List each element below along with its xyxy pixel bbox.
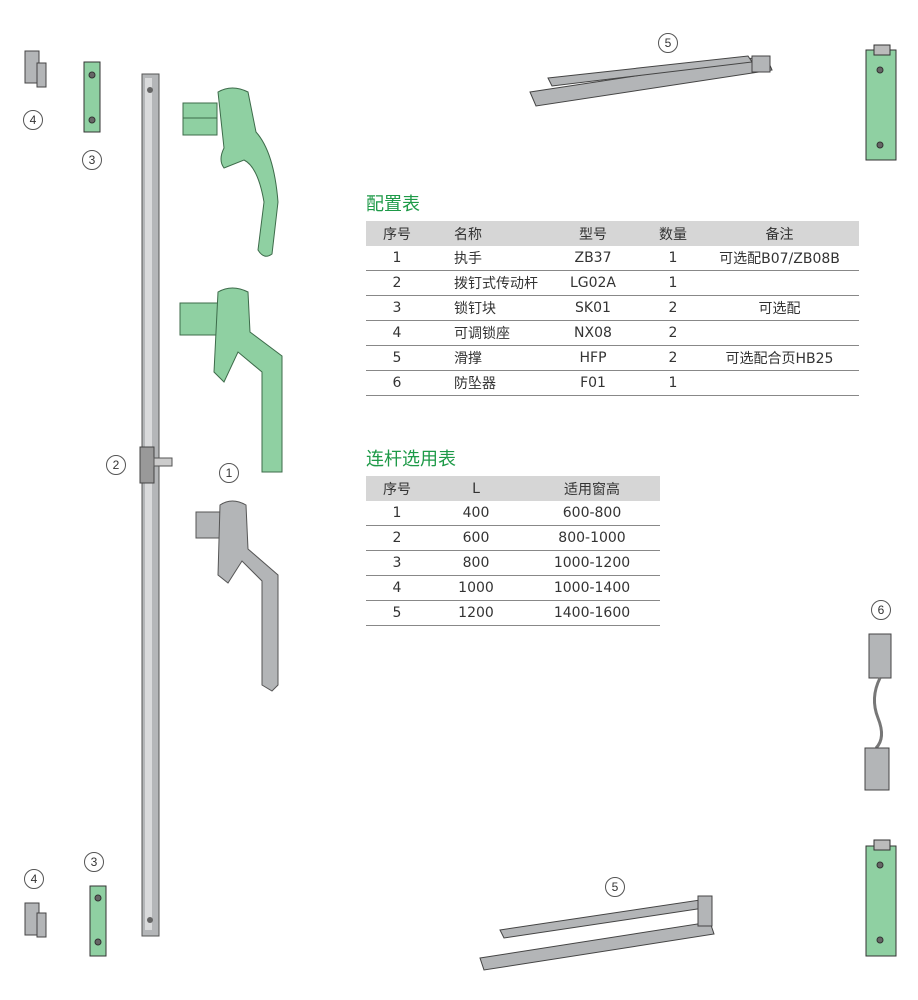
table-cell: 600-800 [524, 501, 660, 526]
header-cell: 适用窗高 [524, 476, 660, 501]
friction-stay-bottom [479, 895, 715, 971]
table-header: 序号 名称 型号 数量 备注 [366, 221, 859, 246]
table-cell: F01 [540, 370, 646, 396]
table-cell: 4 [366, 575, 428, 601]
table-cell: 2 [646, 295, 700, 321]
friction-stay-top [529, 55, 773, 107]
table-cell: 可调锁座 [428, 320, 540, 346]
hinge-top [865, 44, 897, 161]
table-cell: 5 [366, 600, 428, 626]
table-cell: 滑撑 [428, 345, 540, 371]
table-cell: 4 [366, 320, 428, 346]
table-cell: 可选配合页HB25 [700, 345, 859, 371]
table-cell: 3 [366, 295, 428, 321]
header-cell: 备注 [700, 221, 859, 246]
callout-2: 2 [106, 455, 126, 475]
handle-green-top [182, 87, 279, 257]
table-cell: ZB37 [540, 246, 646, 271]
table-cell: 1 [366, 246, 428, 271]
table-cell: 1200 [428, 600, 524, 626]
lock-seat-top [24, 50, 47, 88]
table-cell: 6 [366, 370, 428, 396]
table-cell: 1000-1200 [524, 550, 660, 576]
table-cell: 1 [366, 501, 428, 526]
table-cell: 1400-1600 [524, 600, 660, 626]
table-cell: HFP [540, 345, 646, 371]
table-cell: 2 [646, 345, 700, 371]
header-cell: 序号 [366, 221, 428, 246]
header-cell: 名称 [428, 221, 540, 246]
lock-block-top [83, 61, 101, 133]
table-cell: 1 [646, 270, 700, 296]
table-cell: 执手 [428, 246, 540, 271]
table-cell [700, 320, 859, 346]
header-cell: 数量 [646, 221, 700, 246]
table-cell: SK01 [540, 295, 646, 321]
lock-block-bottom [89, 885, 107, 957]
table-cell: 锁钉块 [428, 295, 540, 321]
table-cell: 2 [646, 320, 700, 346]
handle-green-middle [179, 287, 283, 473]
table-cell: 2 [366, 525, 428, 551]
table-cell: LG02A [540, 270, 646, 296]
config-table-title: 配置表 [366, 194, 420, 215]
callout-5-bottom: 5 [605, 877, 625, 897]
callout-4-top: 4 [23, 110, 43, 130]
table-cell [700, 270, 859, 296]
table-cell: 3 [366, 550, 428, 576]
table-cell [700, 370, 859, 396]
table-cell: 可选配 [700, 295, 859, 321]
callout-4-bottom: 4 [24, 869, 44, 889]
header-cell: L [428, 476, 524, 501]
rod-table-title: 连杆选用表 [366, 449, 456, 470]
table-cell: 防坠器 [428, 370, 540, 396]
table-cell: 600 [428, 525, 524, 551]
anti-fall-device [864, 633, 892, 791]
lock-seat-bottom [24, 902, 47, 938]
table-cell: 2 [366, 270, 428, 296]
callout-6: 6 [871, 600, 891, 620]
table-cell: NX08 [540, 320, 646, 346]
header-cell: 型号 [540, 221, 646, 246]
header-cell: 序号 [366, 476, 428, 501]
table-cell: 5 [366, 345, 428, 371]
callout-1: 1 [219, 463, 239, 483]
table-cell: 1000-1400 [524, 575, 660, 601]
hinge-bottom [865, 839, 897, 957]
callout-5-top: 5 [658, 33, 678, 53]
table-cell: 1 [646, 370, 700, 396]
table-cell: 1000 [428, 575, 524, 601]
table-cell: 拨钉式传动杆 [428, 270, 540, 296]
table-cell: 800 [428, 550, 524, 576]
table-header: 序号 L 适用窗高 [366, 476, 660, 501]
table-cell: 1 [646, 246, 700, 271]
table-cell: 400 [428, 501, 524, 526]
handle-grey [195, 500, 279, 692]
callout-3-top: 3 [82, 150, 102, 170]
table-cell: 800-1000 [524, 525, 660, 551]
callout-3-bottom: 3 [84, 852, 104, 872]
table-cell: 可选配B07/ZB08B [700, 246, 859, 271]
transmission-rod [139, 73, 173, 937]
